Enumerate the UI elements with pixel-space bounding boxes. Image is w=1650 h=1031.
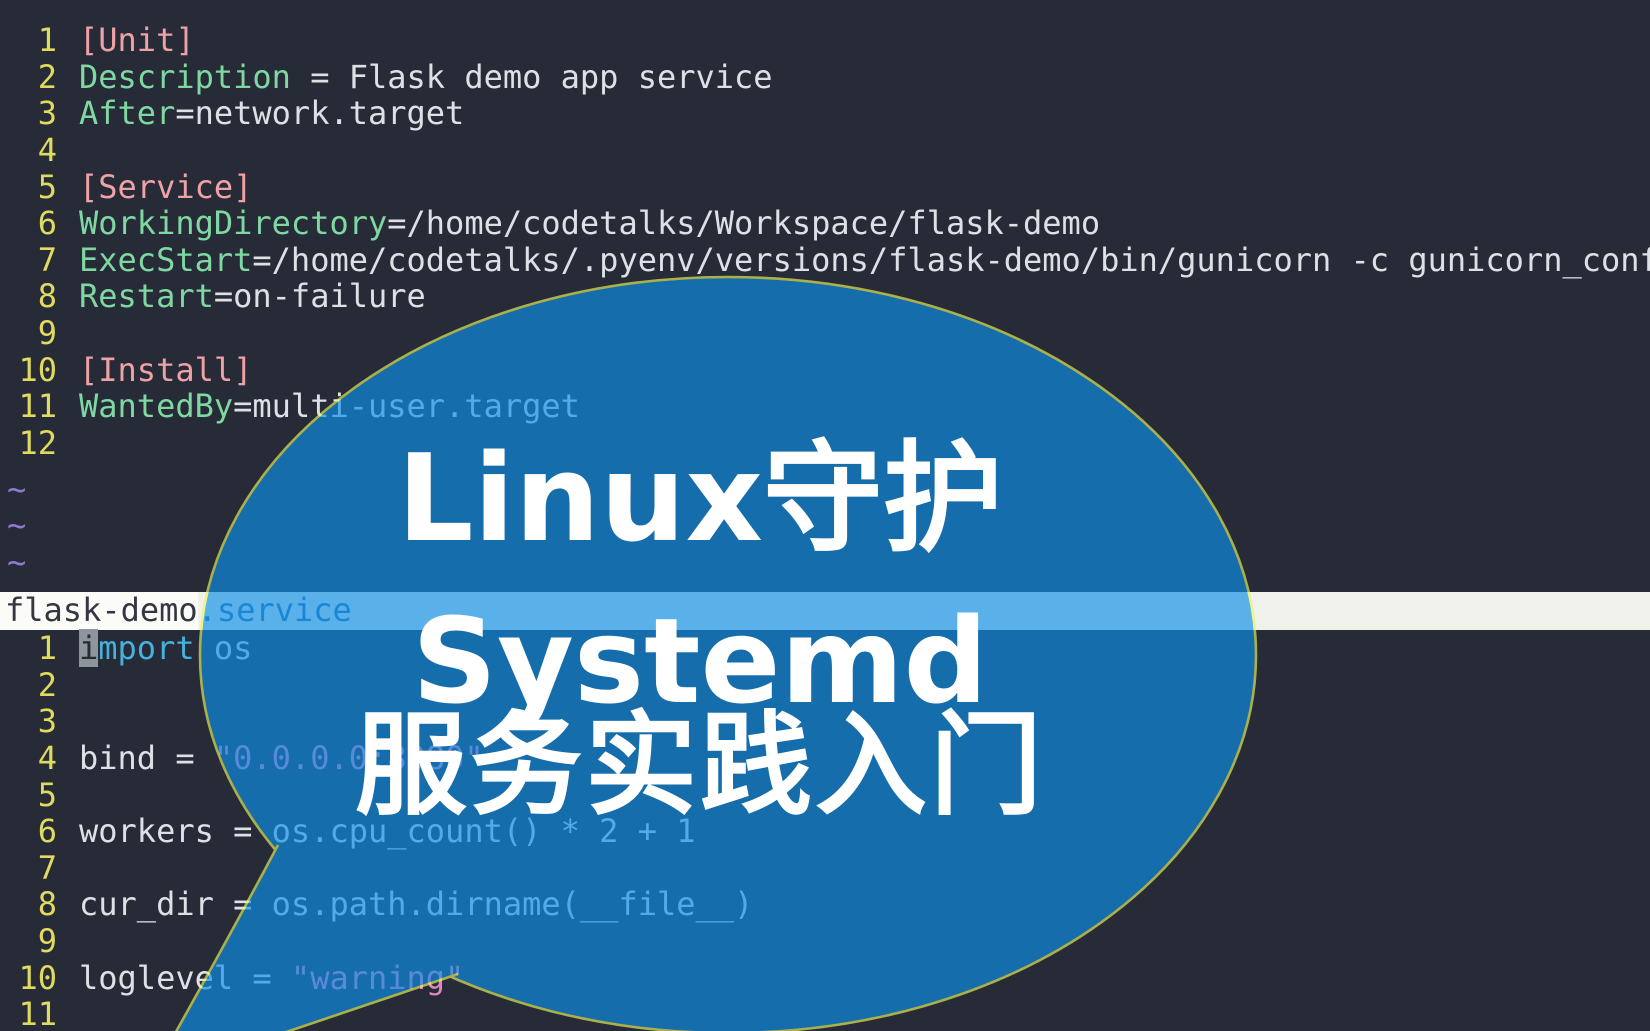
- code-line: 5 [Service]: [0, 167, 1650, 206]
- code-segment: loglevel =: [79, 958, 291, 997]
- code-segment: "warning": [290, 958, 465, 997]
- code-line: 1 [Unit]: [0, 22, 1650, 59]
- line-number: 12: [18, 423, 57, 462]
- line-content: [Unit]: [79, 21, 195, 59]
- code-segment: Restart: [79, 277, 214, 316]
- code-segment: = Flask demo app service: [290, 57, 773, 96]
- code-line: 2: [0, 665, 1650, 704]
- line-content: cur_dir = os.path.dirname(__file__): [79, 885, 753, 923]
- tilde-row: ~: [7, 469, 27, 508]
- code-line: 3: [0, 703, 1650, 740]
- code-line: 10 [Install]: [0, 350, 1650, 389]
- bubble-title-line2: Systemd: [412, 592, 988, 730]
- cursor-block: i: [79, 629, 99, 667]
- bubble-title-line1: Linux守护: [397, 430, 1003, 569]
- code-line: 10 loglevel = "warning": [0, 958, 1650, 997]
- tilde-row: ~: [7, 506, 27, 545]
- code-line: 2 Description = Flask demo app service: [0, 57, 1650, 96]
- code-line: 11: [0, 996, 1650, 1031]
- line-content: import os: [79, 629, 252, 667]
- line-number: 8: [37, 885, 57, 924]
- line-number: 6: [37, 812, 57, 851]
- code-segment: Description: [79, 57, 291, 96]
- line-number: 11: [18, 387, 57, 426]
- bubble-title-line3: 服务实践入门: [355, 701, 1045, 831]
- line-number: 7: [37, 240, 57, 279]
- code-line: 8 cur_dir = os.path.dirname(__file__): [0, 886, 1650, 923]
- line-content: ExecStart=/home/codetalks/.pyenv/version…: [79, 241, 1650, 279]
- code-segment: After: [79, 94, 176, 133]
- code-segment: bind =: [79, 738, 214, 777]
- code-segment: =/home/codetalks/Workspace/flask-demo: [387, 204, 1101, 243]
- unit-file-buffer[interactable]: 1 [Unit] 2 Description = Flask demo app ser…: [0, 22, 1650, 580]
- code-line: 4: [0, 132, 1650, 169]
- code-segment: [Unit]: [79, 21, 195, 59]
- line-content: WantedBy=multi-user.target: [79, 387, 580, 425]
- line-number: 1: [37, 629, 57, 667]
- line-number: 10: [18, 958, 57, 997]
- line-content: After=network.target: [79, 94, 464, 132]
- empty-line-tildes: ~~~: [0, 469, 1650, 581]
- line-number: 4: [37, 738, 57, 777]
- code-line: 5: [0, 775, 1650, 814]
- code-segment: mport: [98, 629, 195, 667]
- status-filename: flask-demo: [5, 591, 198, 629]
- code-line: 9: [0, 923, 1650, 960]
- line-number: 1: [37, 21, 57, 59]
- line-number: 9: [37, 922, 57, 960]
- code-segment: cur_dir = os.path.dirname(__file__): [79, 885, 754, 924]
- line-number: 2: [37, 57, 57, 96]
- line-number: 9: [37, 314, 57, 352]
- code-line: 8 Restart=on-failure: [0, 278, 1650, 315]
- code-segment: [Service]: [79, 167, 253, 206]
- code-segment: =/home/codetalks/.pyenv/versions/flask-d…: [252, 240, 1650, 279]
- line-content: [Service]: [79, 168, 252, 206]
- line-number: 2: [37, 665, 57, 704]
- line-content: [Install]: [79, 351, 252, 389]
- line-content: WorkingDirectory=/home/codetalks/Workspa…: [79, 204, 1100, 242]
- unit-file-lines: 1 [Unit] 2 Description = Flask demo app ser…: [0, 22, 1650, 462]
- code-segment: =network.target: [175, 94, 465, 133]
- code-segment: WantedBy: [79, 387, 234, 426]
- line-number: 11: [18, 995, 57, 1031]
- line-number: 10: [18, 350, 57, 389]
- status-filename-suffix: .service: [197, 591, 352, 629]
- code-segment: =multi-user.target: [233, 387, 580, 426]
- line-content: Description = Flask demo app service: [79, 58, 773, 96]
- line-number: 5: [37, 775, 57, 814]
- line-number: 5: [37, 167, 57, 206]
- line-number: 8: [37, 277, 57, 316]
- code-segment: [Install]: [79, 350, 253, 389]
- code-segment: ExecStart: [79, 240, 253, 279]
- code-segment: os: [194, 629, 253, 667]
- code-line: 11 WantedBy=multi-user.target: [0, 388, 1650, 425]
- tilde-row: ~: [7, 542, 27, 581]
- line-content: loglevel = "warning": [79, 959, 464, 997]
- line-number: 6: [37, 204, 57, 243]
- code-line: 3 After=network.target: [0, 95, 1650, 132]
- code-segment: WorkingDirectory: [79, 204, 388, 243]
- status-bar-filename-chip: [0, 592, 198, 630]
- line-number: 3: [37, 702, 57, 741]
- line-content: Restart=on-failure: [79, 277, 426, 315]
- code-line: 6 WorkingDirectory=/home/codetalks/Worksp…: [0, 205, 1650, 242]
- code-line: 12: [0, 425, 1650, 462]
- line-number: 3: [37, 94, 57, 133]
- code-line: 7 ExecStart=/home/codetalks/.pyenv/versio…: [0, 240, 1650, 279]
- status-bar-text: flask-demo.service: [5, 592, 352, 630]
- code-line: 9: [0, 315, 1650, 352]
- line-number: 7: [37, 848, 57, 887]
- code-segment: =on-failure: [213, 277, 426, 316]
- code-line: 7: [0, 850, 1650, 887]
- line-number: 4: [37, 130, 57, 169]
